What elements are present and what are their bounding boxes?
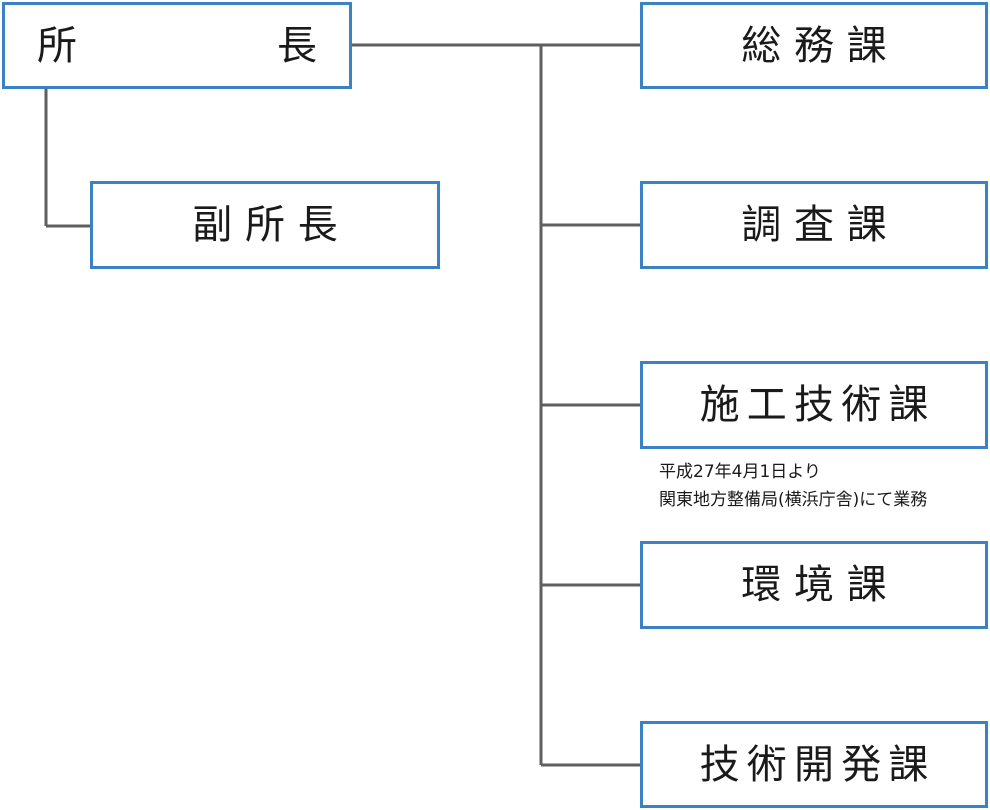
general-affairs-division-box: 総務課: [640, 2, 988, 89]
relocation-note-line-2: 関東地方整備局(横浜庁舎)にて業務: [659, 490, 928, 510]
deputy-director-label: 副所長: [192, 202, 351, 248]
construction-technology-division-box: 施工技術課: [640, 361, 988, 449]
survey-division-label: 調査課: [741, 202, 900, 248]
director-box: 所 長: [2, 2, 352, 89]
relocation-note: 平成27年4月1日より 関東地方整備局(横浜庁舎)にて業務: [659, 458, 927, 514]
technology-development-division-label: 技術開発課: [699, 741, 936, 788]
construction-technology-division-label: 施工技術課: [699, 382, 936, 428]
environment-division-box: 環境課: [640, 541, 988, 629]
technology-development-division-box: 技術開発課: [640, 721, 988, 808]
director-label: 所 長: [37, 22, 397, 69]
environment-division-label: 環境課: [741, 562, 900, 608]
deputy-director-box: 副所長: [90, 181, 440, 269]
survey-division-box: 調査課: [640, 181, 988, 269]
general-affairs-division-label: 総務課: [741, 22, 900, 69]
relocation-note-line-1: 平成27年4月1日より: [659, 462, 821, 482]
